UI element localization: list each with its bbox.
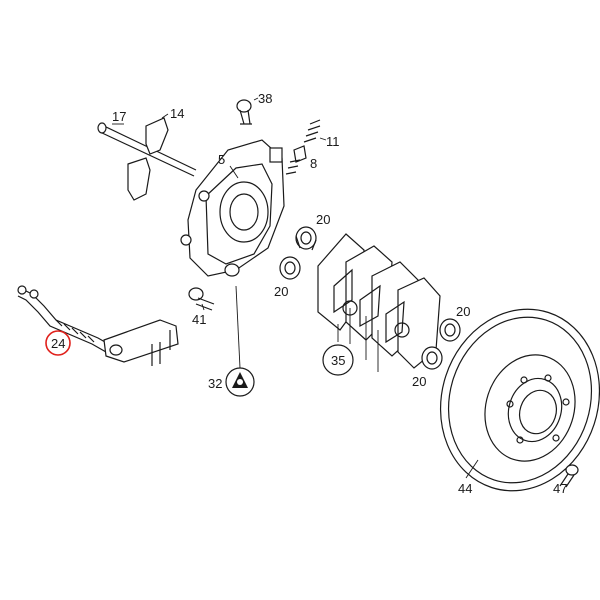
label-20d: 20 <box>412 374 426 389</box>
label-38: 38 <box>258 91 272 106</box>
anti-rattle-clip <box>127 117 169 201</box>
label-11: 11 <box>326 134 340 149</box>
bleeder-bolt <box>236 99 252 125</box>
callout-24: 24 <box>45 330 71 356</box>
label-44: 44 <box>458 481 472 496</box>
callout-35: 35 <box>322 344 354 376</box>
label-17: 17 <box>112 109 126 124</box>
guide-bushing <box>439 318 461 342</box>
label-32: 32 <box>208 376 222 391</box>
label-20a: 20 <box>316 212 330 227</box>
brake-pads <box>317 233 441 369</box>
label-41: 41 <box>192 312 206 327</box>
label-20b: 20 <box>274 284 288 299</box>
guide-bushing <box>295 226 317 251</box>
svg-text:24: 24 <box>51 336 65 351</box>
brake-disc <box>439 308 600 492</box>
bleeder-valve <box>285 145 307 175</box>
guide-bushing <box>279 256 301 280</box>
callout-32 <box>225 367 255 397</box>
label-20c: 20 <box>456 304 470 319</box>
caliper-bolt <box>188 287 215 311</box>
label-8: 8 <box>310 156 317 171</box>
wear-sensor <box>17 285 179 366</box>
spring <box>303 119 321 143</box>
label-5: 5 <box>218 152 225 167</box>
label-47: 47 <box>553 481 567 496</box>
label-14: 14 <box>170 106 184 121</box>
svg-text:35: 35 <box>331 353 345 368</box>
disc-screw <box>559 464 579 488</box>
brake-caliper <box>180 139 285 277</box>
guide-bushing <box>421 346 443 370</box>
